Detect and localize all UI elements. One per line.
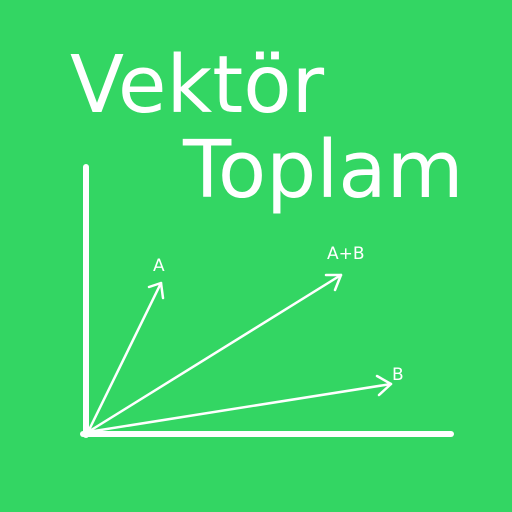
title-line-2: Toplam [183,124,464,216]
vector-a-label: A [153,256,165,276]
vector-b-arrow [86,374,393,434]
vector-sum-label: A+B [327,244,365,264]
title-line-1: Vektör [70,39,325,131]
vector-a-arrow [86,281,165,434]
vector-b-label: B [392,365,404,385]
vector-sum-arrow [86,273,343,434]
